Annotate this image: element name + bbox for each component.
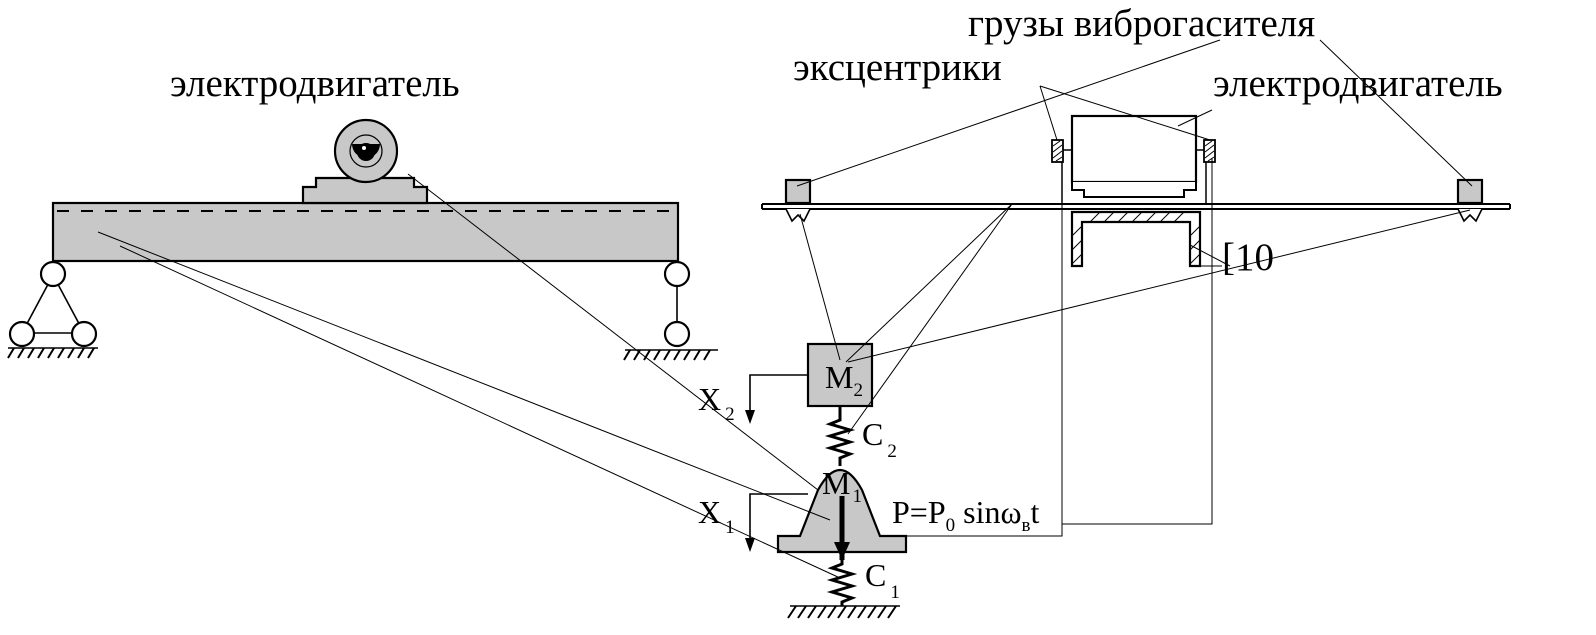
right-absorber-assembly: грузы виброгасителя эксцентрики электрод… xyxy=(761,2,1511,279)
left-pin-support xyxy=(7,260,98,359)
label-motor-right: электродвигатель xyxy=(1213,62,1503,105)
channel-section xyxy=(1070,210,1202,268)
absorber-load-left xyxy=(784,178,812,223)
eccentric-right xyxy=(1203,139,1216,163)
x2-arrow xyxy=(745,374,808,424)
absorber-load-right xyxy=(1456,178,1484,223)
motor-right xyxy=(1061,114,1207,204)
motor-left xyxy=(333,118,399,184)
left-beam-assembly: электродвигатель xyxy=(7,62,718,361)
beam xyxy=(51,201,680,263)
x1-arrow xyxy=(745,493,808,552)
force-arrow xyxy=(834,542,850,560)
label-m2: M2 xyxy=(825,359,863,401)
spring-c1 xyxy=(826,552,858,606)
right-roller-support xyxy=(623,260,718,361)
label-motor-left: электродвигатель xyxy=(170,62,460,105)
spring-c2 xyxy=(824,406,856,466)
label-loads: грузы виброгасителя xyxy=(968,2,1315,45)
leader-lines xyxy=(97,39,1473,579)
ground-bottom xyxy=(787,605,900,619)
label-eccentrics: эксцентрики xyxy=(793,46,1002,89)
mass-m2 xyxy=(806,342,874,408)
label-channel: [10 xyxy=(1222,236,1274,279)
eccentric-left xyxy=(1051,139,1064,163)
label-force: P=P0 sinωвt xyxy=(892,494,1040,536)
